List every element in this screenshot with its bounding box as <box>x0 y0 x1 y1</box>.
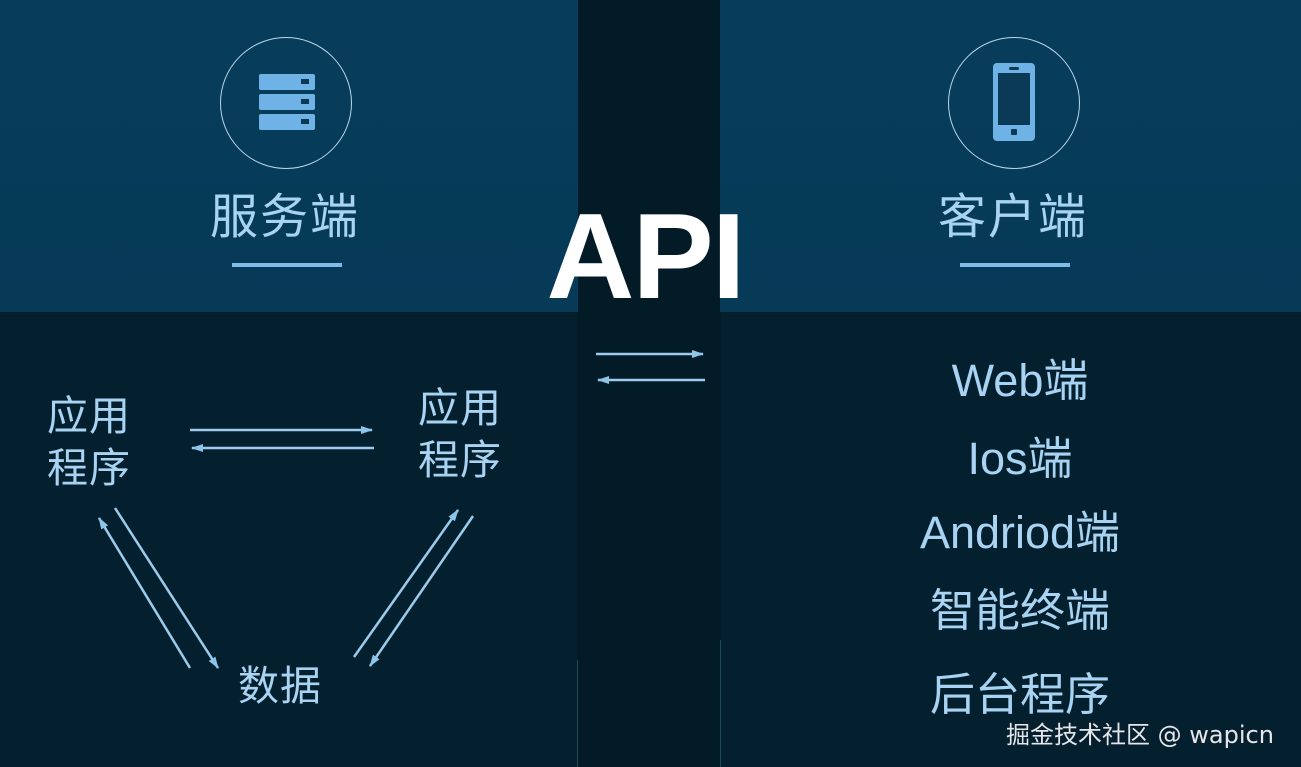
node-app-right: 应用 程序 <box>418 382 502 487</box>
client-heading: 客户端 <box>937 189 1088 245</box>
node-data: 数据 <box>238 662 322 710</box>
client-list-panel <box>721 313 1301 767</box>
server-icon <box>259 74 315 130</box>
client-item-ios: Ios端 <box>967 433 1073 484</box>
server-heading: 服务端 <box>209 189 360 245</box>
divider-line-right <box>720 640 721 767</box>
node-app-right-line2: 程序 <box>418 436 502 485</box>
client-icon-circle <box>948 37 1080 169</box>
node-app-left-line2: 程序 <box>47 444 131 493</box>
server-heading-underline <box>232 263 342 267</box>
client-item-web: Web端 <box>951 355 1089 406</box>
client-item-android: Andriod端 <box>919 507 1121 558</box>
server-diagram-panel <box>0 313 577 767</box>
node-app-left-line1: 应用 <box>47 392 131 440</box>
divider-line-left <box>577 660 578 767</box>
exchange-arrows-icon <box>596 350 705 384</box>
node-app-right-line1: 应用 <box>418 384 502 432</box>
server-icon-circle <box>220 37 352 169</box>
api-title: API <box>546 188 745 324</box>
client-item-backend: 后台程序 <box>929 669 1110 720</box>
mobile-phone-icon <box>993 63 1035 141</box>
node-app-left: 应用 程序 <box>47 390 131 495</box>
client-item-smart-terminal: 智能终端 <box>929 585 1110 636</box>
watermark: 掘金技术社区 @ wapicn <box>1006 721 1274 749</box>
client-heading-underline <box>960 263 1070 267</box>
